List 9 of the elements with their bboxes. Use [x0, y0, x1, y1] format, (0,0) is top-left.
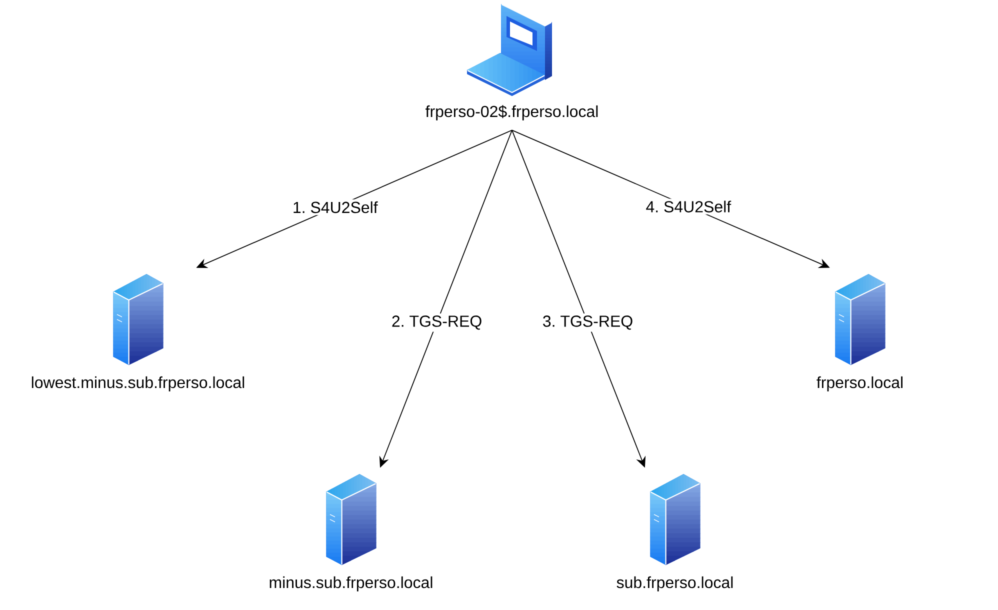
edge-label: 4. S4U2Self — [644, 198, 734, 214]
edge-label: 3. TGS-REQ — [540, 314, 636, 332]
host-label: minus.sub.frperso.local — [270, 576, 432, 592]
host-label: frperso.local — [816, 376, 902, 392]
host-label: sub.frperso.local — [616, 576, 733, 592]
edge-label: 2. TGS-REQ — [389, 314, 484, 332]
edge-label: 1. S4U2Self — [290, 199, 380, 216]
host-label: lowest.minus.sub.frperso.local — [32, 376, 244, 392]
host-label: frperso-02$.frperso.local — [426, 105, 598, 120]
